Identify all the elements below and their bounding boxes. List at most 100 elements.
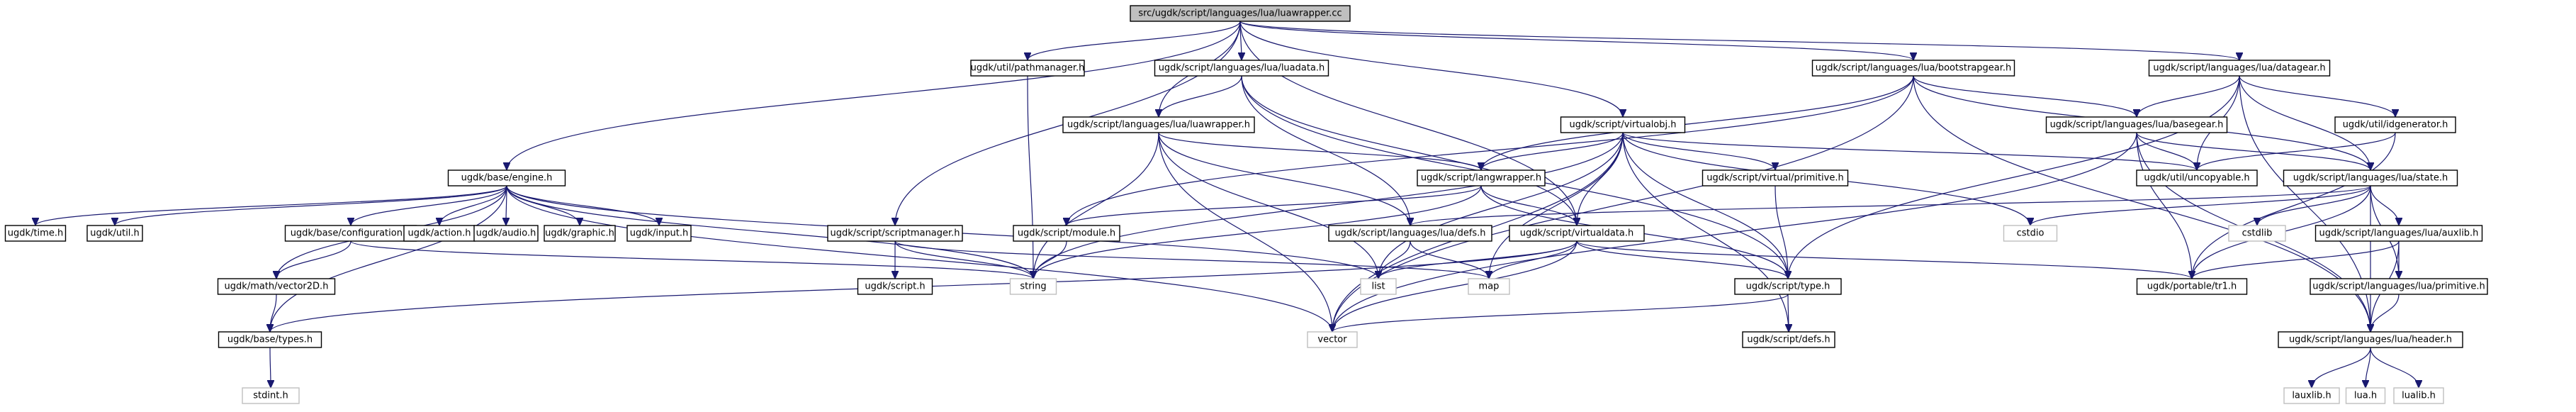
node-luadata[interactable]: ugdk/script/languages/lua/luadata.h [1154,60,1329,77]
edge-datagear-to-idgenerator [2239,75,2395,117]
node-label: ugdk/script/languages/lua/bootstrapgear.… [1816,63,2012,74]
node-list: list [1360,278,1397,295]
node-util[interactable]: ugdk/util.h [86,225,143,242]
edge-virtualobj-to-langwrapper [1481,132,1624,170]
node-audio[interactable]: ugdk/audio.h [473,225,539,242]
edge-idgenerator-to-tr1 [2192,132,2396,279]
node-map: map [1468,278,1510,295]
edge-luadata-to-luawrapper_h [1159,75,1242,117]
node-label: ugdk/script/languages/lua/primitive.h [2312,282,2485,292]
node-configuration[interactable]: ugdk/base/configuration.h [284,225,417,242]
node-type[interactable]: ugdk/script/type.h [1734,278,1842,295]
node-label: ugdk/script/module.h [1018,228,1115,239]
edge-header-to-lualib [2370,347,2419,388]
node-vector2d[interactable]: ugdk/math/vector2D.h [217,278,336,295]
edge-type-to-vector [1332,294,1789,332]
node-langwrapper[interactable]: ugdk/script/langwrapper.h [1417,169,1546,186]
edge-luawrapper_h-to-defs_lua [1158,132,1410,226]
node-label: ugdk/script/languages/lua/header.h [2289,335,2452,345]
node-tr1[interactable]: ugdk/portable/tr1.h [2136,278,2248,295]
node-string: string [1009,278,1057,295]
edge-root-to-datagear [1239,21,2239,60]
node-label: ugdk/script.h [865,282,925,292]
node-scriptdefs[interactable]: ugdk/script/defs.h [1742,331,1835,348]
node-datagear[interactable]: ugdk/script/languages/lua/datagear.h [2148,60,2331,77]
node-stdint: stdint.h [242,387,300,404]
edge-langwrapper-to-module [1067,185,1482,226]
node-box [473,225,539,242]
node-box [2136,169,2258,186]
edge-configuration-to-vector2d [276,240,351,279]
node-script[interactable]: ugdk/script.h [857,278,933,295]
node-luawrapper_h[interactable]: ugdk/script/languages/lua/luawrapper.h [1062,116,1255,133]
node-label: ugdk/audio.h [476,228,536,239]
node-virtualdata[interactable]: ugdk/script/virtualdata.h [1509,225,1645,242]
node-engine[interactable]: ugdk/base/engine.h [447,169,566,186]
node-box [218,331,322,348]
node-label: ugdk/script/virtual/primitive.h [1706,173,1843,184]
node-luaprimitive[interactable]: ugdk/script/languages/lua/primitive.h [2310,278,2488,295]
edge-engine-to-configuration [351,185,507,226]
node-graphic[interactable]: ugdk/graphic.h [544,225,616,242]
node-label: ugdk/script/languages/lua/datagear.h [2153,63,2325,74]
edge-basetypes-to-stdint [270,347,271,388]
edge-pathmanager-to-string [1027,75,1033,279]
node-bootstrapgear[interactable]: ugdk/script/languages/lua/bootstrapgear.… [1811,60,2015,77]
node-label: ugdk/script/languages/lua/defs.h [1334,228,1485,239]
edge-auxlib-to-tr1 [2192,240,2400,279]
node-box [447,169,566,186]
edge-virtualdata-to-map [1489,240,1577,279]
node-idgenerator[interactable]: ugdk/util/idgenerator.h [2334,116,2456,133]
node-box [1062,116,1255,133]
node-label: stdint.h [253,391,288,401]
node-box [1811,60,2015,77]
edge-engine-to-graphic [506,185,580,226]
node-basetypes[interactable]: ugdk/base/types.h [218,331,322,348]
edge-luaprimitive-to-header [2370,294,2400,332]
node-box [1360,278,1397,295]
node-label: ugdk/script/languages/lua/auxlib.h [2319,228,2479,239]
edge-bootstrapgear-to-langwrapper [1481,75,1914,170]
edge-module-to-string [1033,240,1067,279]
edge-virtualdata-to-type [1576,240,1788,279]
node-label: lua.h [2354,391,2377,401]
node-input[interactable]: ugdk/input.h [626,225,692,242]
node-layer: src/ugdk/script/languages/lua/luawrapper… [4,5,2488,404]
node-box [1307,331,1358,348]
node-defs_lua[interactable]: ugdk/script/languages/lua/defs.h [1328,225,1492,242]
edge-basegear-to-tr1 [2136,132,2192,279]
node-virtualprimitive[interactable]: ugdk/script/virtual/primitive.h [1702,169,1849,186]
edge-langwrapper-to-virtualdata [1480,185,1577,226]
node-box [242,387,300,404]
node-uncopyable[interactable]: ugdk/util/uncopyable.h [2136,169,2258,186]
node-box [1509,225,1645,242]
node-scriptmanager[interactable]: ugdk/script/scriptmanager.h [827,225,963,242]
node-box [2278,331,2463,348]
node-time[interactable]: ugdk/time.h [4,225,67,242]
node-header[interactable]: ugdk/script/languages/lua/header.h [2278,331,2463,348]
edge-root-to-virtualobj [1239,21,1623,117]
edge-engine-to-util [115,185,507,226]
node-box [857,278,933,295]
node-module[interactable]: ugdk/script/module.h [1013,225,1120,242]
node-virtualobj[interactable]: ugdk/script/virtualobj.h [1560,116,1686,133]
node-box [2283,169,2458,186]
node-cstdlib: cstdlib [2228,225,2286,242]
node-box [2136,278,2248,295]
node-box [626,225,692,242]
node-lua: lua.h [2345,387,2386,404]
edge-engine-to-basetypes [270,185,507,332]
node-label: ugdk/script/langwrapper.h [1421,173,1541,184]
edge-engine-to-action [439,185,507,226]
edge-virtualobj-to-map [1489,132,1624,279]
node-box [2310,278,2488,295]
edge-engine-to-time [35,185,507,226]
node-action[interactable]: ugdk/action.h [403,225,476,242]
edge-luawrapper_h-to-vector [1158,132,1332,332]
node-label: ugdk/base/engine.h [461,173,553,184]
node-pathmanager[interactable]: ugdk/util/pathmanager.h [970,60,1085,77]
node-auxlib[interactable]: ugdk/script/languages/lua/auxlib.h [2315,225,2483,242]
node-basegear[interactable]: ugdk/script/languages/lua/basegear.h [2045,116,2228,133]
node-label: ugdk/script/languages/lua/luawrapper.h [1067,120,1250,130]
node-state[interactable]: ugdk/script/languages/lua/state.h [2283,169,2458,186]
